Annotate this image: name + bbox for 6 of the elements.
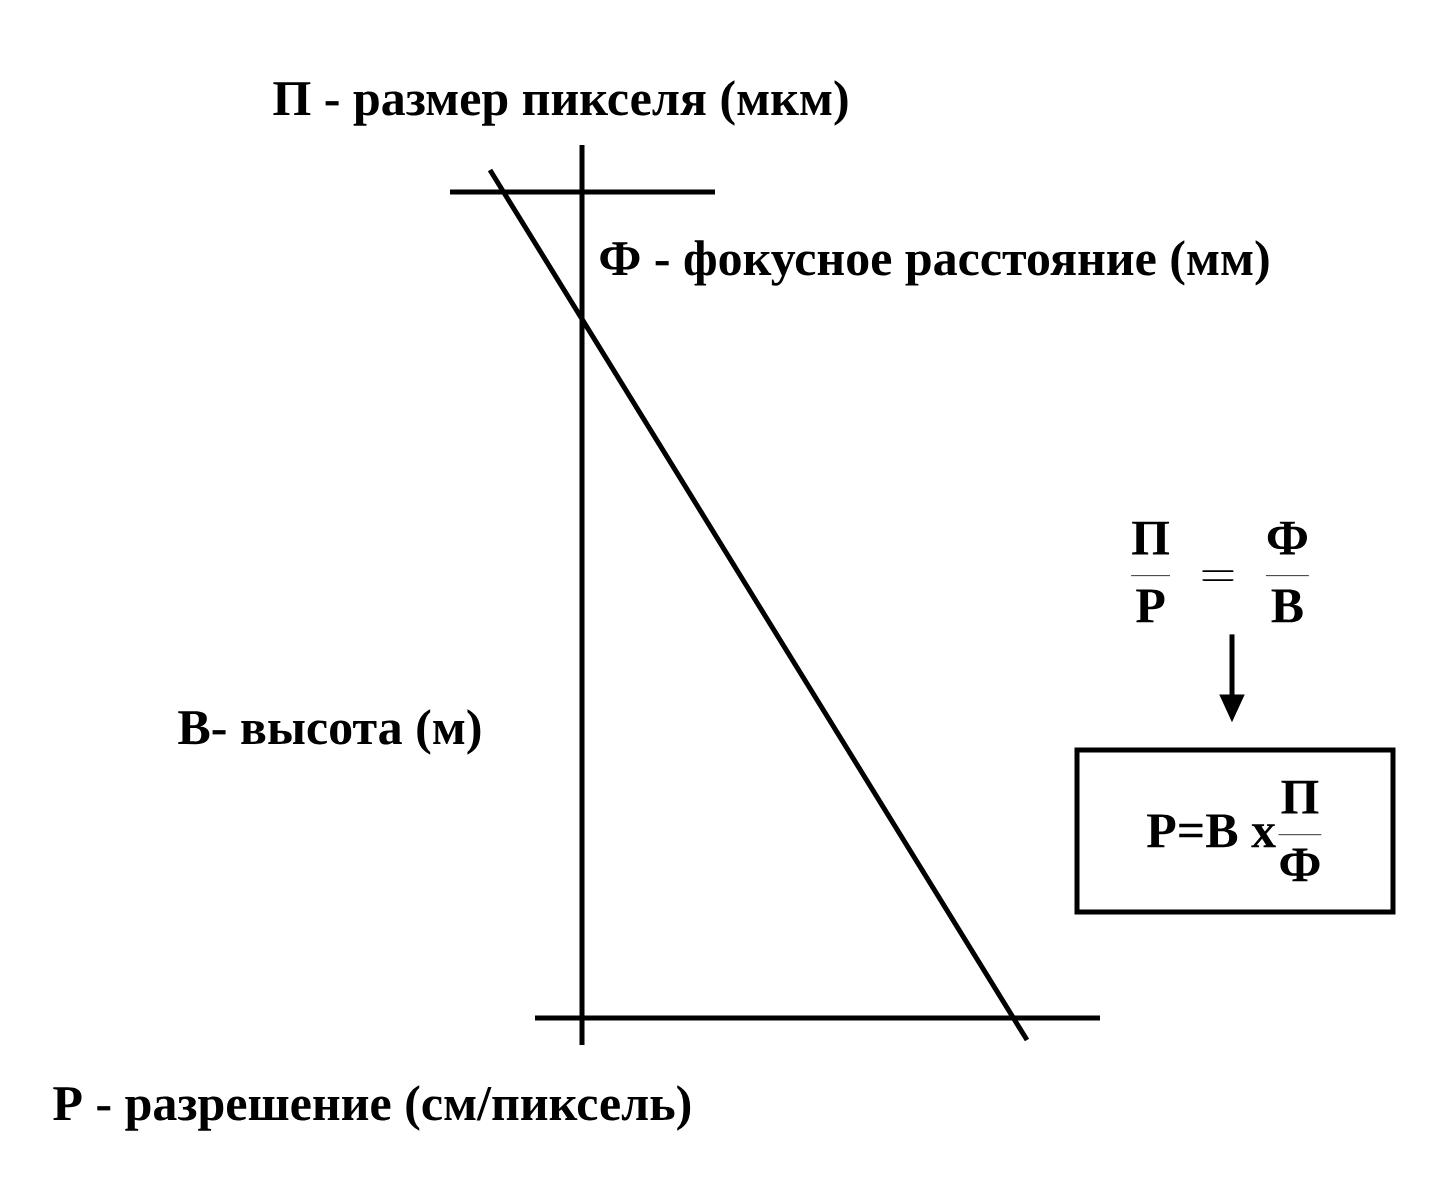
- label: Ф - фокусное расстояние (мм): [600, 240, 1269, 286]
- label: В- высота (м): [178, 709, 481, 755]
- equation: $\frac{\mbox{П}}{\mbox{Р}}\;=\;\frac{\mbox{Ф}}{\mbox{В}}$: [1131, 521, 1309, 623]
- label: П - размер пикселя (мкм): [273, 80, 848, 126]
- formula-box: $\mbox{Р=В x}\frac{\mbox{П}}{\mbox{Ф}}$: [1074, 747, 1396, 915]
- label: Р - разрешение (см/пиксель): [53, 1085, 691, 1131]
